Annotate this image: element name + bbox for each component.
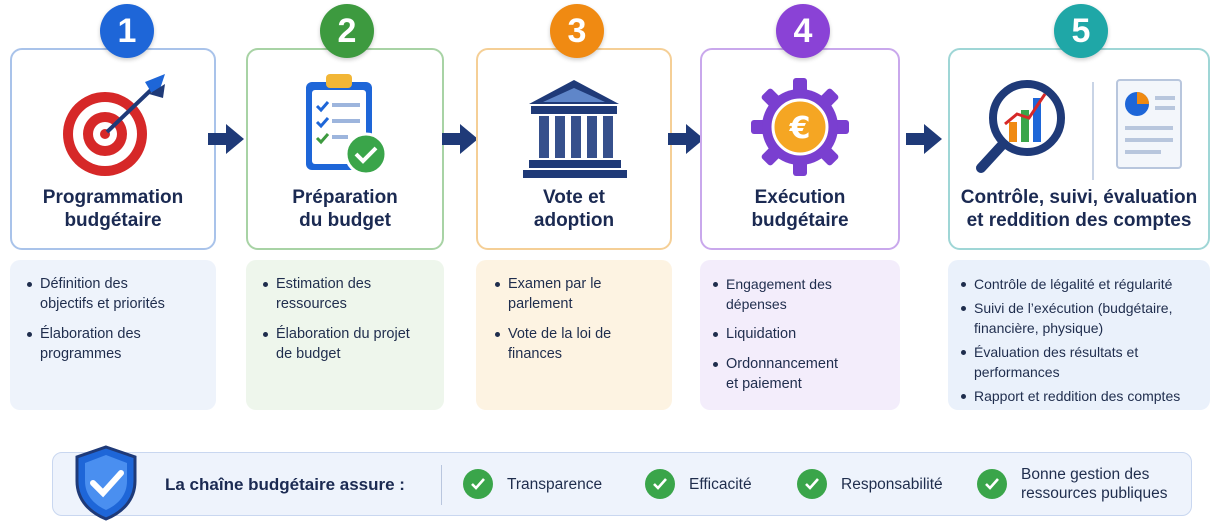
stage-list-4: Engagement des dépenses Liquidation Ordo… [700,260,900,410]
stage-card-3: Vote et adoption [476,48,672,250]
stage-card-1: Programmation budgétaire [10,48,216,250]
step-badge-4: 4 [776,4,830,58]
stage-list-3: Examen par le parlement Vote de la loi d… [476,260,672,410]
stage-title-5: Contrôle, suivi, évaluation et reddition… [960,187,1198,231]
list-item: Suivi de l’exécution (budgétaire, financ… [958,298,1204,338]
footer-lead: La chaîne budgétaire assure : [165,475,405,494]
magnifier-report-icon [950,72,1208,182]
check-icon [645,469,675,499]
check-icon [463,469,493,499]
list-item: Ordonnancement et paiement [710,354,850,394]
footer-item-label: Transparence [507,475,603,493]
check-icon [797,469,827,499]
list-item: Rapport et reddition des comptes [958,386,1204,406]
stage-title-2: Préparation du budget [292,187,398,231]
stage-title-3: Vote et adoption [533,187,615,231]
footer-item-transparence: Transparence [463,469,602,499]
stage-card-5: Contrôle, suivi, évaluation et reddition… [948,48,1210,250]
list-item: Définition des objectifs et priorités [24,274,184,314]
euro-gear-icon: € [702,72,898,182]
stage-card-2: Préparation du budget [246,48,444,250]
footer-item-responsabilite: Responsabilité [797,469,943,499]
stage-list-5: Contrôle de légalité et régularité Suivi… [948,260,1210,410]
list-item: Engagement des dépenses [710,274,888,314]
list-item: Contrôle de légalité et régularité [958,274,1204,294]
step-badge-1: 1 [100,4,154,58]
footer-banner: La chaîne budgétaire assure : Transparen… [52,445,1192,521]
clipboard-checklist-icon [248,72,442,182]
arrow-right-icon [668,124,704,154]
parliament-building-icon [478,72,670,182]
stage-title-4: Exécution budgétaire [751,187,849,231]
divider [441,465,442,505]
list-item: Élaboration du projet de budget [260,324,420,364]
list-item: Élaboration des programmes [24,324,164,364]
step-badge-2: 2 [320,4,374,58]
check-icon [977,469,1007,499]
stage-card-4: € Exécution budgétaire [700,48,900,250]
target-icon [12,72,214,182]
footer-item-label: Bonne gestion des ressources publiques [1021,466,1168,502]
list-item: Liquidation [710,324,888,344]
list-item: Évaluation des résultats et performances [958,342,1148,382]
list-item: Vote de la loi de finances [492,324,612,364]
list-item: Examen par le parlement [492,274,622,314]
shield-check-icon [75,445,137,521]
footer-item-label: Responsabilité [841,475,943,493]
arrow-right-icon [442,124,478,154]
footer-item-label: Efficacité [689,475,752,493]
footer-item-efficacite: Efficacité [645,469,752,499]
stage-list-2: Estimation des ressources Élaboration du… [246,260,444,410]
stage-title-1: Programmation budgétaire [42,187,184,231]
step-badge-5: 5 [1054,4,1108,58]
arrow-right-icon [208,124,244,154]
footer-item-bonne-gestion: Bonne gestion des ressources publiques [977,465,1191,503]
arrow-right-icon [906,124,942,154]
svg-text:€: € [789,111,811,146]
list-item: Estimation des ressources [260,274,432,314]
stage-list-1: Définition des objectifs et priorités Él… [10,260,216,410]
step-badge-3: 3 [550,4,604,58]
